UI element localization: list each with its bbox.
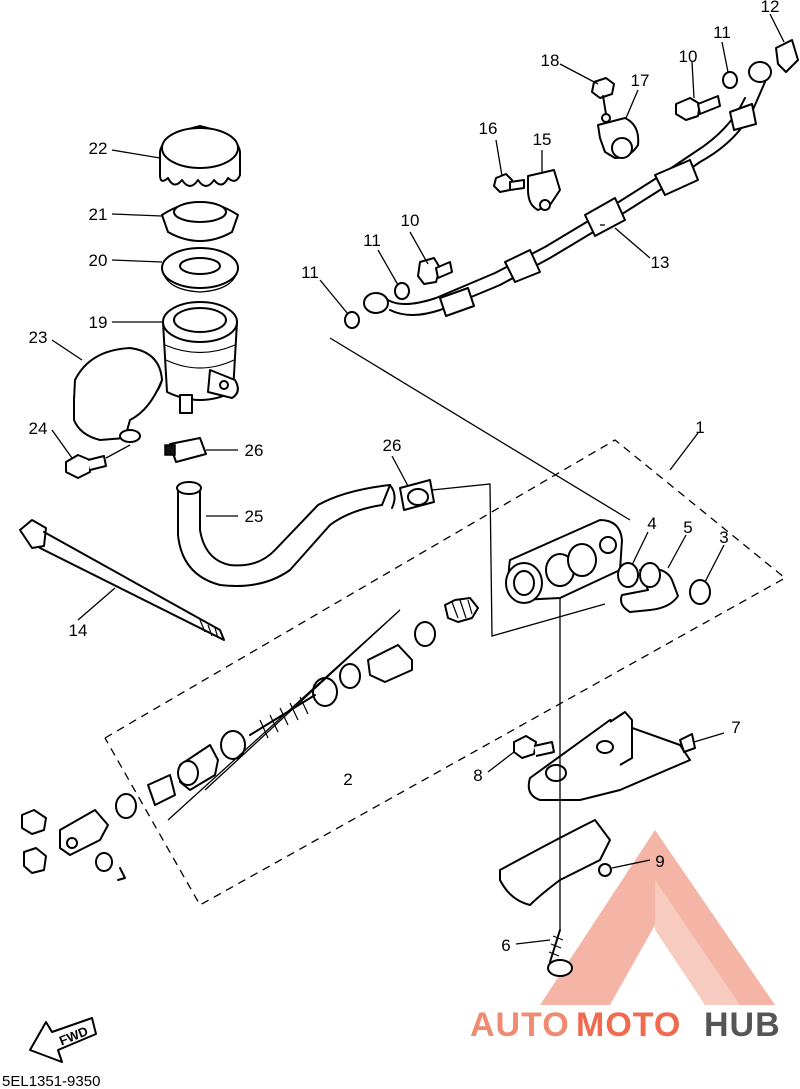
callout-21: 21 — [89, 205, 108, 224]
callout-26b: 26 — [383, 436, 402, 455]
callout-4: 4 — [647, 514, 656, 533]
clamp-17 — [597, 117, 640, 159]
callout-18: 18 — [541, 51, 560, 70]
hose-clip-26-a — [164, 437, 207, 463]
diaphragm-holder-21 — [161, 201, 239, 242]
callout-12: 12 — [761, 0, 780, 16]
screw-16 — [493, 173, 525, 193]
callout-13: 13 — [651, 253, 670, 272]
watermark-text: AUTO MOTO HUB — [470, 1006, 781, 1044]
watermark-text-hub: HUB — [704, 1006, 781, 1044]
callout-15: 15 — [533, 130, 552, 149]
piston-kit-2 — [115, 597, 479, 821]
bolt-10-b — [675, 95, 721, 121]
callout-14: 14 — [69, 621, 88, 640]
hose-joint-5 — [620, 562, 679, 613]
watermark-logo — [540, 830, 775, 1005]
bolt-8 — [513, 735, 555, 759]
o-ring-4 — [617, 562, 639, 588]
diaphragm-20 — [161, 247, 239, 293]
screw-18 — [591, 77, 615, 123]
diagram-code: 5EL1351-9350 — [2, 1073, 100, 1089]
fwd-label: FWD — [57, 1023, 90, 1048]
washer-11-b — [394, 282, 410, 300]
callout-labels: 1 2 3 4 5 6 7 8 9 10 10 11 11 11 12 13 1… — [29, 0, 780, 955]
callout-19: 19 — [89, 313, 108, 332]
master-cylinder-body-1 — [505, 519, 623, 604]
bolt-10-a — [417, 257, 453, 285]
forward-arrow-icon: FWD — [29, 1017, 97, 1063]
callout-1: 1 — [695, 418, 704, 437]
bracket-7 — [527, 711, 696, 801]
callout-17: 17 — [631, 71, 650, 90]
reservoir-cap-22 — [159, 125, 241, 187]
washer-11-a — [344, 311, 360, 329]
callout-8: 8 — [473, 766, 482, 785]
bolt-6 — [547, 598, 573, 977]
brake-hose-13 — [363, 61, 772, 317]
bolt-24 — [65, 444, 131, 479]
callout-7: 7 — [731, 718, 740, 737]
washer-11-c — [722, 71, 738, 89]
callout-11a: 11 — [301, 263, 319, 282]
clamp-15 — [527, 169, 561, 211]
watermark-text-moto: MOTO — [576, 1006, 681, 1044]
leader-lines — [51, 13, 785, 945]
callout-22: 22 — [89, 139, 108, 158]
callout-26a: 26 — [245, 441, 264, 460]
reservoir-hose-25 — [176, 481, 396, 587]
callout-25: 25 — [245, 507, 264, 526]
callout-20: 20 — [89, 251, 108, 270]
callout-6: 6 — [501, 936, 510, 955]
callout-16: 16 — [479, 119, 498, 138]
reservoir-cover-23 — [73, 347, 163, 443]
callout-2: 2 — [343, 770, 352, 789]
circlip-3 — [689, 579, 711, 605]
guard-9 — [499, 819, 612, 906]
callout-10b: 10 — [679, 47, 698, 66]
callout-24: 24 — [29, 419, 48, 438]
cable-tie-14 — [19, 519, 225, 641]
callout-11b: 11 — [363, 231, 381, 250]
callout-10a: 10 — [401, 211, 420, 230]
reservoir-19 — [162, 301, 239, 414]
clevis-assembly — [21, 809, 126, 881]
callout-3: 3 — [719, 528, 728, 547]
callout-11c: 11 — [713, 23, 731, 42]
callout-5: 5 — [683, 518, 692, 537]
callout-9: 9 — [655, 852, 664, 871]
clip-12 — [775, 39, 799, 73]
callout-23: 23 — [29, 328, 48, 347]
watermark-text-auto: AUTO — [470, 1006, 570, 1044]
assembly-outline-1 — [104, 439, 787, 906]
hose-clip-26-b — [399, 479, 435, 511]
